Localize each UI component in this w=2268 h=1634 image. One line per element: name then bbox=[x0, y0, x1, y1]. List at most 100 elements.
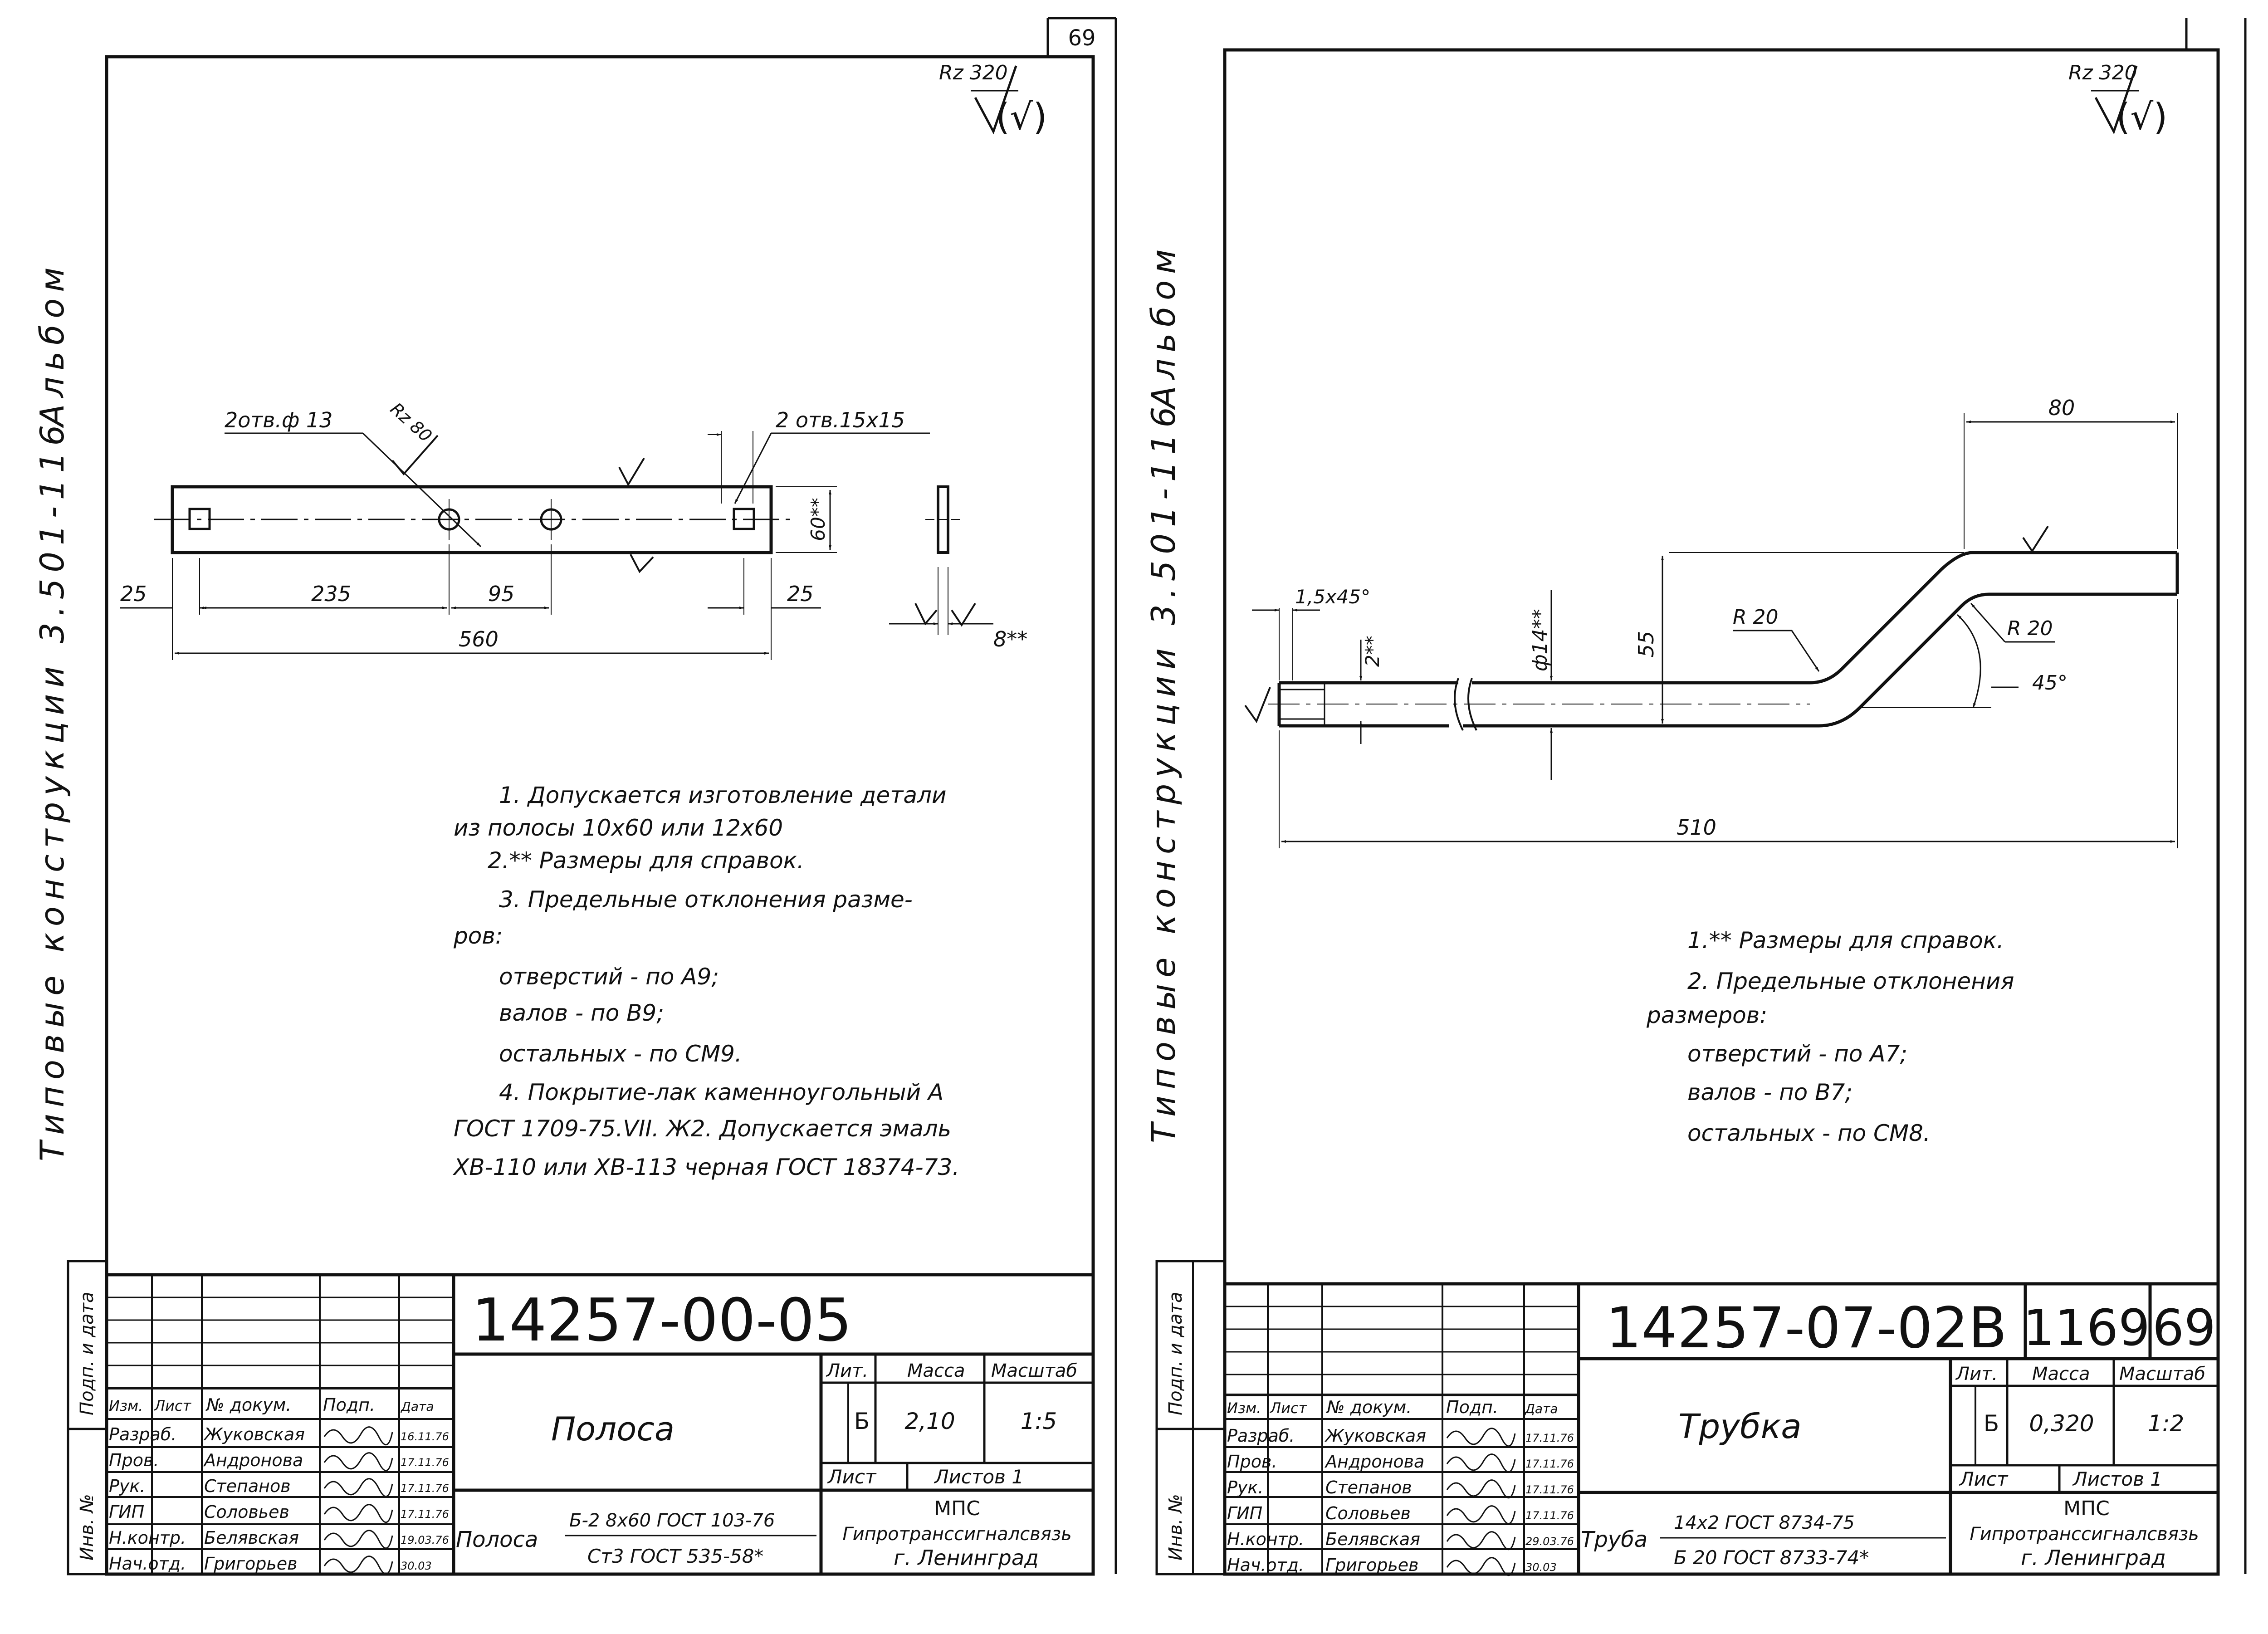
svg-text:Масштаб: Масштаб bbox=[2119, 1364, 2205, 1384]
svg-text:Масса: Масса bbox=[907, 1360, 965, 1381]
svg-text:из полосы 10х60 или 12х60: из полосы 10х60 или 12х60 bbox=[454, 815, 783, 841]
dim-80: 80 bbox=[2048, 396, 2075, 420]
svg-text:Подп. и дата: Подп. и дата bbox=[77, 1292, 98, 1415]
svg-text:Подп.: Подп. bbox=[1446, 1397, 1498, 1417]
staff-name: Жуковская bbox=[203, 1424, 305, 1444]
square-hole-right bbox=[733, 508, 755, 530]
svg-text:Масса: Масса bbox=[2032, 1364, 2090, 1384]
svg-text:МПС: МПС bbox=[2063, 1497, 2110, 1520]
left-material-bottom: Ст3 ГОСТ 535-58* bbox=[587, 1545, 763, 1567]
svg-text:МПС: МПС bbox=[934, 1497, 980, 1520]
svg-text:г. Ленинград: г. Ленинград bbox=[894, 1546, 1039, 1570]
svg-text:Гипротранссигналсвязь: Гипротранссигналсвязь bbox=[842, 1524, 1071, 1545]
callout-roughness-rz80: Rz 80 bbox=[386, 399, 436, 446]
staff-date: 17.11.76 bbox=[1525, 1483, 1574, 1496]
svg-text:ХВ-110 или ХВ-113 черная ГОСТ: ХВ-110 или ХВ-113 черная ГОСТ 18374-73. bbox=[452, 1154, 959, 1180]
svg-text:валов - по В9;: валов - по В9; bbox=[499, 1000, 664, 1026]
svg-text:Листов 1: Листов 1 bbox=[934, 1466, 1024, 1488]
svg-text:Rz 320: Rz 320 bbox=[2068, 61, 2137, 84]
staff-name: Степанов bbox=[204, 1476, 291, 1496]
svg-text:Листов 1: Листов 1 bbox=[2072, 1468, 2162, 1490]
right-page-number: 69 bbox=[2152, 1299, 2216, 1357]
svg-text:4. Покрытие-лак каменноугольны: 4. Покрытие-лак каменноугольный А bbox=[499, 1079, 943, 1106]
right-roughness-suffix: (√) bbox=[2116, 96, 2167, 138]
right-title-block: Подп. и дата Инв. № Изм. Лист № докум. bbox=[1155, 1260, 2218, 1576]
signature-mark bbox=[1446, 1428, 1516, 1447]
signature-mark bbox=[323, 1478, 393, 1497]
svg-text:Дата: Дата bbox=[1524, 1401, 1558, 1416]
strip-dimensions: 25 235 95 25 560 bbox=[120, 544, 821, 660]
signature-mark bbox=[1446, 1479, 1516, 1499]
svg-text:Лит.: Лит. bbox=[826, 1360, 868, 1381]
left-side-label: Типовые конструкции 3.501-116 bbox=[33, 419, 71, 1161]
strip-side-view: 8** bbox=[889, 485, 1027, 651]
staff-name: Соловьев bbox=[204, 1502, 289, 1522]
left-sheet-frame bbox=[105, 55, 1095, 1576]
signature-mark bbox=[1446, 1505, 1516, 1525]
dim-r20-right: R 20 bbox=[2007, 617, 2053, 640]
right-sheet: Типовые конструкции 3.501-116 Альбом Rz … bbox=[1144, 18, 2247, 1576]
svg-text:ров:: ров: bbox=[453, 923, 503, 949]
staff-role: Рук. bbox=[1227, 1477, 1263, 1497]
dim-r20-left: R 20 bbox=[1733, 606, 1779, 629]
staff-date: 16.11.76 bbox=[401, 1430, 449, 1443]
staff-name: Андронова bbox=[1324, 1452, 1424, 1472]
staff-name: Жуковская bbox=[1325, 1426, 1426, 1446]
right-part-name: Трубка bbox=[1678, 1407, 1802, 1446]
staff-name: Соловьев bbox=[1325, 1503, 1411, 1523]
tube-part-view bbox=[1244, 525, 2179, 731]
svg-text:Дата: Дата bbox=[400, 1399, 434, 1414]
staff-name: Белявская bbox=[204, 1528, 299, 1548]
staff-role: Н.контр. bbox=[109, 1528, 186, 1548]
svg-text:размеров:: размеров: bbox=[1646, 1002, 1767, 1028]
staff-role: Пров. bbox=[1227, 1452, 1277, 1472]
svg-text:Инв. №: Инв. № bbox=[77, 1494, 98, 1561]
svg-text:Б: Б bbox=[854, 1408, 870, 1434]
right-side-label-album: Альбом bbox=[1144, 243, 1183, 410]
staff-role: ГИП bbox=[1227, 1503, 1262, 1523]
svg-text:Лист: Лист bbox=[827, 1466, 877, 1488]
svg-text:Подп.: Подп. bbox=[323, 1395, 375, 1415]
svg-text:Лит.: Лит. bbox=[1955, 1364, 1998, 1384]
right-album-number: 1169 bbox=[2023, 1299, 2150, 1357]
staff-name: Григорьев bbox=[204, 1554, 298, 1574]
staff-name: Андронова bbox=[203, 1450, 303, 1470]
staff-role: Нач.отд. bbox=[1227, 1555, 1304, 1575]
svg-text:Инв. №: Инв. № bbox=[1165, 1494, 1186, 1561]
left-doc-number: 14257-00-05 bbox=[472, 1286, 852, 1355]
left-material-top: Б-2 8х60 ГОСТ 103-76 bbox=[569, 1510, 775, 1531]
svg-text:1.** Размеры для справок.: 1.** Размеры для справок. bbox=[1687, 927, 2004, 954]
svg-text:2,10: 2,10 bbox=[904, 1408, 955, 1434]
tube-outline-bottom bbox=[1279, 592, 2177, 728]
signature-mark bbox=[323, 1556, 393, 1575]
signature-mark bbox=[323, 1530, 393, 1549]
dim-95: 95 bbox=[488, 582, 515, 606]
staff-name: Белявская bbox=[1325, 1529, 1420, 1549]
signature-mark bbox=[323, 1452, 393, 1472]
right-material-top: 14х2 ГОСТ 8734-75 bbox=[1674, 1512, 1855, 1533]
left-roughness-symbol: Rz 320 (√) bbox=[939, 61, 1047, 138]
dim-25-right: 25 bbox=[787, 582, 814, 606]
tube-outline-top bbox=[1279, 551, 2177, 685]
staff-name: Григорьев bbox=[1325, 1555, 1419, 1575]
signature-mark bbox=[1446, 1453, 1516, 1473]
staff-role: Нач.отд. bbox=[109, 1554, 186, 1574]
callout-square-holes: 2 отв.15х15 bbox=[776, 408, 905, 432]
svg-text:Лист: Лист bbox=[1270, 1399, 1307, 1417]
staff-role: Разраб. bbox=[109, 1424, 176, 1444]
staff-date: 17.11.76 bbox=[401, 1482, 449, 1495]
signature-mark bbox=[323, 1426, 393, 1446]
strip-part-view bbox=[154, 457, 794, 573]
svg-text:1:2: 1:2 bbox=[2148, 1410, 2184, 1437]
svg-text:№ докум.: № докум. bbox=[205, 1395, 291, 1415]
tube-dimensions: 80 1,5х45° 2** ф14** 55 R 20 bbox=[1252, 396, 2178, 848]
staff-date: 17.11.76 bbox=[1525, 1509, 1574, 1522]
svg-text:остальных - по СМ9.: остальных - по СМ9. bbox=[499, 1041, 742, 1067]
left-title-block: Подп. и дата Инв. № Изм. Лист bbox=[67, 1260, 1093, 1575]
staff-date: 17.11.76 bbox=[401, 1508, 449, 1521]
right-roughness-symbol: Rz 320 (√) bbox=[2068, 61, 2167, 138]
svg-text:Rz 320: Rz 320 bbox=[939, 61, 1008, 84]
staff-date: 17.11.76 bbox=[1525, 1458, 1574, 1470]
